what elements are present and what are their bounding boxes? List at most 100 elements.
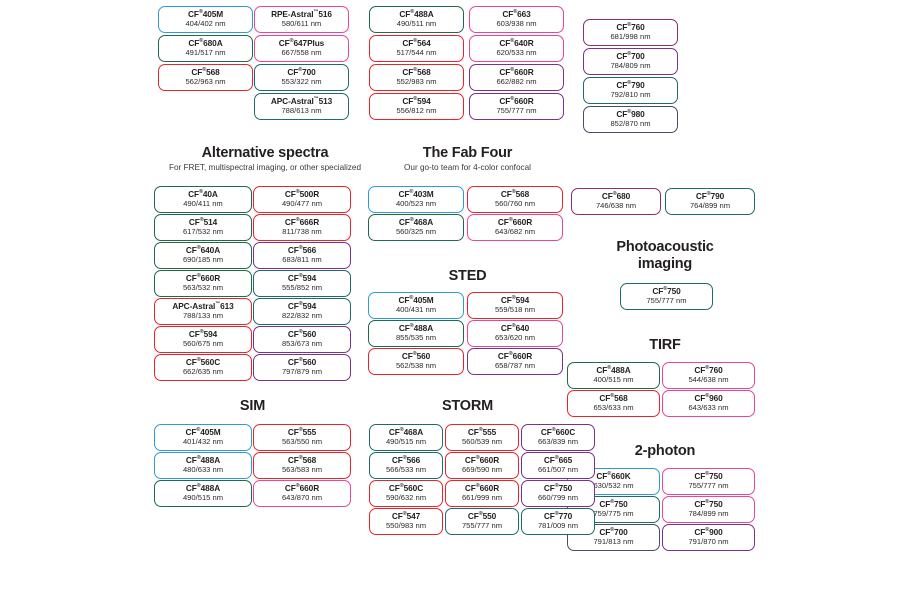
dye-name: CF®488A	[596, 364, 631, 375]
dye-chip[interactable]: CF®760 681/998 nm	[583, 19, 678, 46]
dye-name: CF®980	[616, 108, 645, 119]
dye-name: CF®568	[599, 392, 628, 403]
dye-spec: 653/620 nm	[494, 333, 536, 343]
dye-chip[interactable]: CF®680A 491/517 nm	[158, 35, 253, 62]
dye-spec: 784/809 nm	[610, 61, 651, 71]
dye-spec: 560/325 nm	[395, 227, 437, 237]
dye-chip[interactable]: CF®568 552/983 nm	[369, 64, 464, 91]
dye-chip[interactable]: CF®640R 620/533 nm	[469, 35, 564, 62]
dye-spec: 560/539 nm	[461, 437, 503, 447]
dye-name: CF®660R	[185, 272, 221, 283]
dye-name: CF®660R	[497, 350, 533, 361]
dye-chip[interactable]: CF®647Plus 667/558 nm	[254, 35, 349, 62]
dye-spec: 788/133 nm	[182, 311, 224, 321]
dye-chip[interactable]: APC-Astral™513 788/613 nm	[254, 93, 349, 120]
dye-spec: 544/638 nm	[688, 375, 729, 385]
dye-spec: 490/515 nm	[182, 493, 224, 503]
dye-spec: 764/899 nm	[689, 201, 731, 211]
dye-name: CF®960	[694, 392, 723, 403]
section-subtitle-fab-four: Our go-to team for 4-color confocal	[404, 163, 531, 172]
photoacoustic-title-line1: Photoacoustic	[616, 239, 714, 255]
dye-name: CF®566	[287, 244, 317, 255]
dye-chip[interactable]: CF®663 603/938 nm	[469, 6, 564, 33]
dye-chip[interactable]: CF®700 784/809 nm	[583, 48, 678, 75]
dye-chip[interactable]: CF®488A 490/511 nm	[369, 6, 464, 33]
section-title-tirf: TIRF	[649, 337, 681, 353]
section-title-sted: STED	[448, 268, 487, 284]
dye-name: CF®700	[616, 50, 645, 61]
dye-chip[interactable]: CF®660R 755/777 nm	[469, 93, 564, 120]
dye-chip[interactable]: CF®564 517/544 nm	[369, 35, 464, 62]
dye-chip[interactable]: CF®568 562/963 nm	[158, 64, 253, 91]
dye-chip[interactable]: CF®700 553/322 nm	[254, 64, 349, 91]
dye-chip[interactable]: CF®660R 662/882 nm	[469, 64, 564, 91]
dye-name: CF®488A	[398, 322, 434, 333]
dye-chip[interactable]: CF®790 792/810 nm	[583, 77, 678, 104]
dye-chip[interactable]: CF®594 556/812 nm	[369, 93, 464, 120]
dye-spec: 658/787 nm	[494, 361, 536, 371]
dye-spec: 822/832 nm	[281, 311, 323, 321]
dye-name: CF®403M	[398, 188, 434, 199]
dye-name: CF®660K	[596, 470, 631, 481]
dye-spec: 401/432 nm	[182, 437, 224, 447]
dye-spec: 662/635 nm	[182, 367, 224, 377]
dye-spec: 661/999 nm	[461, 493, 503, 503]
dye-chip[interactable]: RPE-Astral™516 580/611 nm	[254, 6, 349, 33]
dye-chip[interactable]: CF®980 852/870 nm	[583, 106, 678, 133]
dye-spec: 669/590 nm	[461, 465, 503, 475]
dye-chip[interactable]: CF®405M 404/402 nm	[158, 6, 253, 33]
